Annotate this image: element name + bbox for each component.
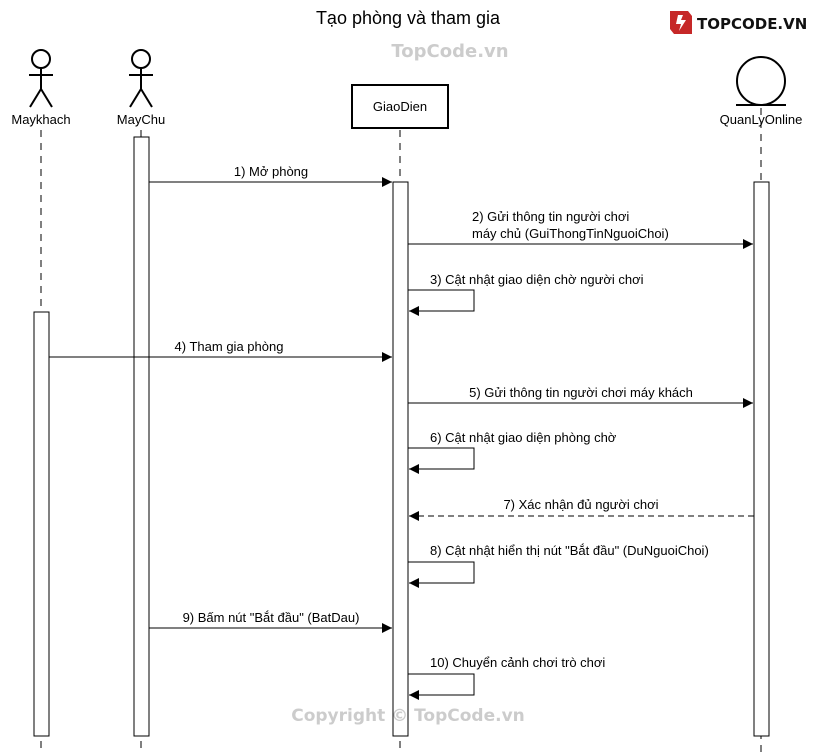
message-arrow — [408, 447, 475, 474]
activation-quanly — [753, 181, 770, 737]
message-2: 2) Gửi thông tin người chơi máy chủ (Gui… — [408, 209, 753, 249]
message-arrow — [408, 289, 475, 316]
message-1: 1) Mở phòng — [149, 164, 392, 187]
message-label: 5) Gửi thông tin người chơi máy khách — [469, 385, 693, 400]
message-label: 2) Gửi thông tin người chơi — [472, 209, 629, 224]
participant-label-maychu: MayChu — [117, 112, 165, 127]
topcode-logo: TOPCODE.VN — [670, 11, 807, 34]
actor-maychu — [129, 49, 153, 108]
actor-maykhach — [29, 49, 53, 108]
actor-head — [131, 49, 151, 69]
message-label: 9) Bấm nút "Bắt đầu" (BatDau) — [183, 610, 360, 625]
message-label: 4) Tham gia phòng — [175, 339, 284, 354]
message-arrow — [408, 561, 475, 588]
actor-head — [31, 49, 51, 69]
activation-giaodien — [392, 181, 409, 737]
message-label: 3) Cật nhật giao diện chờ người chơi — [430, 272, 644, 287]
participant-box-giaodien — [351, 84, 449, 129]
watermark-top: TopCode.vn — [391, 41, 508, 62]
activation-maychu — [133, 136, 150, 737]
logo-text: TOPCODE.VN — [697, 15, 807, 33]
message-9: 9) Bấm nút "Bắt đầu" (BatDau) — [149, 610, 392, 633]
message-label: 8) Cật nhật hiển thị nút "Bắt đầu" (DuNg… — [430, 543, 709, 558]
message-10: 10) Chuyển cảnh chơi trò chơi — [408, 655, 605, 700]
diagram-title: Tạo phòng và tham gia — [316, 8, 501, 28]
message-6: 6) Cật nhật giao diện phòng chờ — [408, 430, 617, 474]
message-label: 1) Mở phòng — [234, 164, 308, 179]
participant-label-maykhach: Maykhach — [11, 112, 70, 127]
participant-label-giaodien: GiaoDien — [373, 99, 427, 114]
message-arrow — [408, 673, 475, 700]
message-label-line2: máy chủ (GuiThongTinNguoiChoi) — [472, 226, 669, 241]
message-label: 10) Chuyển cảnh chơi trò chơi — [430, 655, 605, 670]
logo-icon — [670, 11, 692, 34]
watermark-bottom: Copyright © TopCode.vn — [291, 706, 525, 726]
message-5: 5) Gửi thông tin người chơi máy khách — [408, 385, 753, 408]
activation-maykhach — [33, 311, 50, 737]
message-4: 4) Tham gia phòng — [49, 339, 392, 362]
message-label: 7) Xác nhận đủ người chơi — [503, 497, 658, 512]
participant-label-quanly: QuanLyOnline — [720, 112, 803, 127]
message-7: 7) Xác nhận đủ người chơi — [409, 497, 754, 521]
message-8: 8) Cật nhật hiển thị nút "Bắt đầu" (DuNg… — [408, 543, 709, 588]
message-label: 6) Cật nhật giao diện phòng chờ — [430, 430, 617, 445]
message-3: 3) Cật nhật giao diện chờ người chơi — [408, 272, 644, 316]
entity-quanly — [736, 56, 786, 106]
